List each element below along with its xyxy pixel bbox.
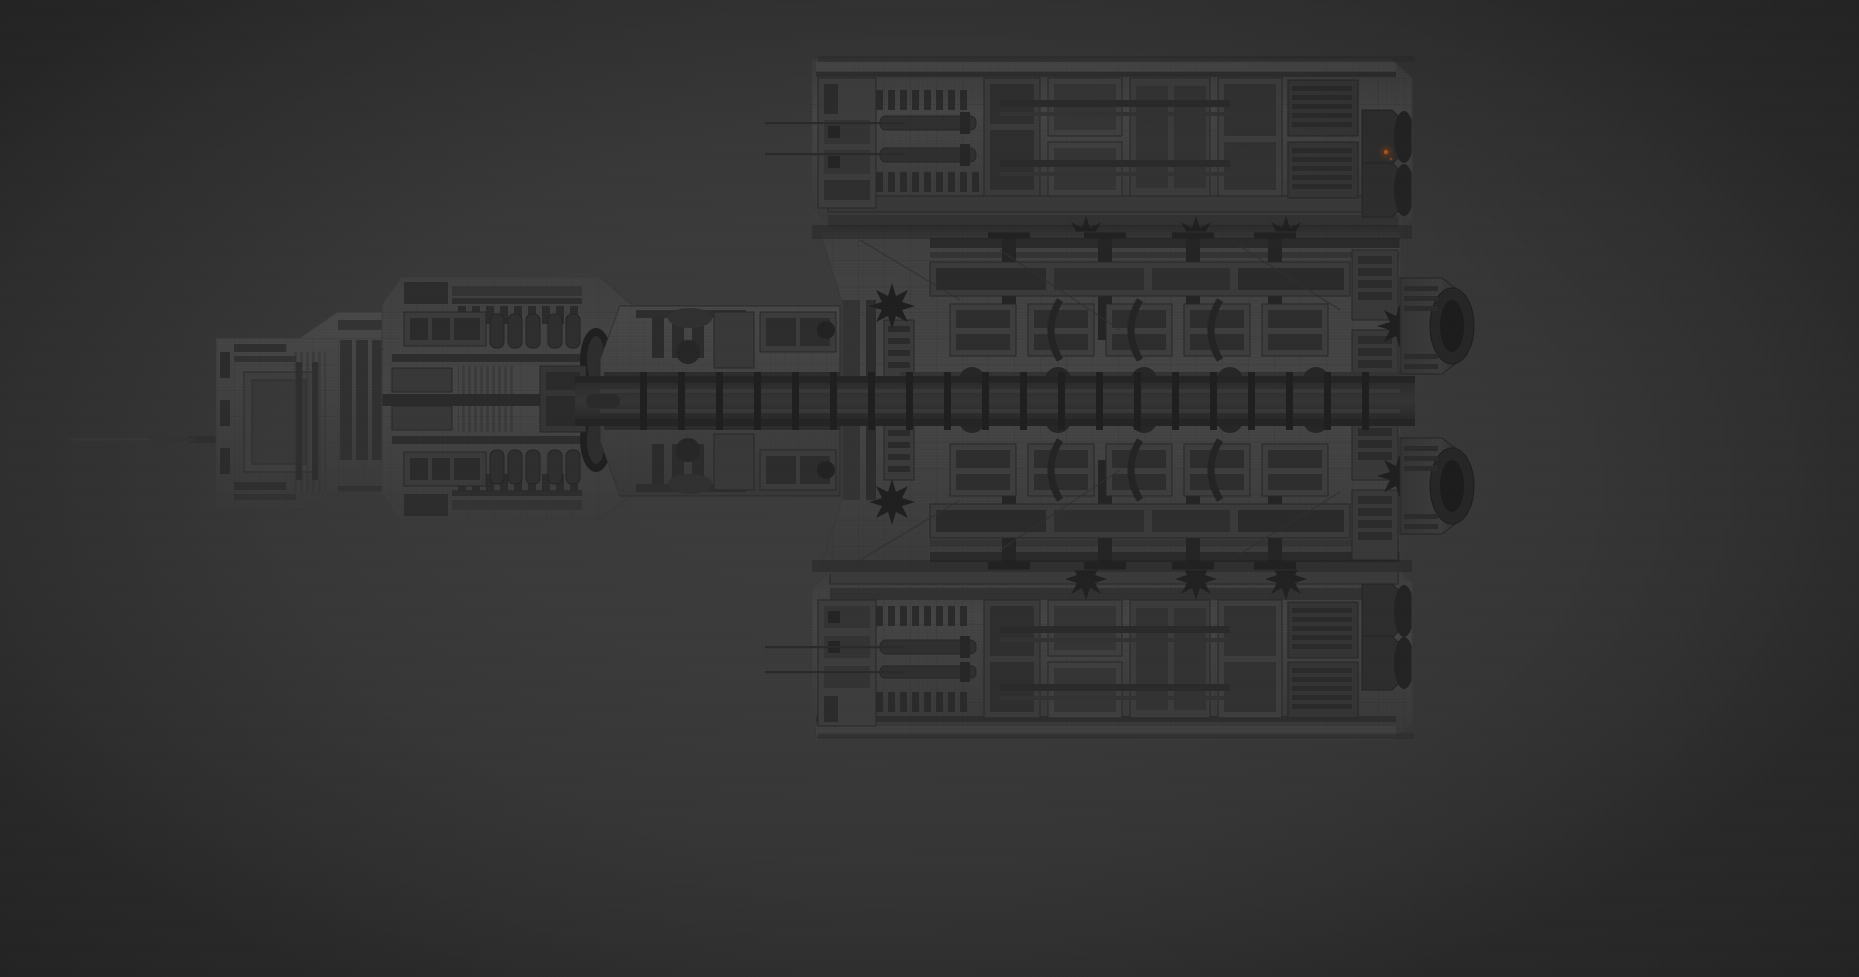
central-keel-spine	[575, 372, 1415, 430]
cannon-barrels	[765, 122, 905, 674]
bow-antenna-mast	[70, 436, 222, 443]
stern-engine-cluster	[1399, 277, 1475, 535]
forward-prow-block	[215, 311, 405, 509]
ambient-occlusion-overlay	[812, 56, 1414, 739]
upper-engine-pod	[811, 59, 1413, 237]
lower-engine-pod	[811, 564, 1413, 740]
warm-marker-light	[1380, 146, 1393, 161]
